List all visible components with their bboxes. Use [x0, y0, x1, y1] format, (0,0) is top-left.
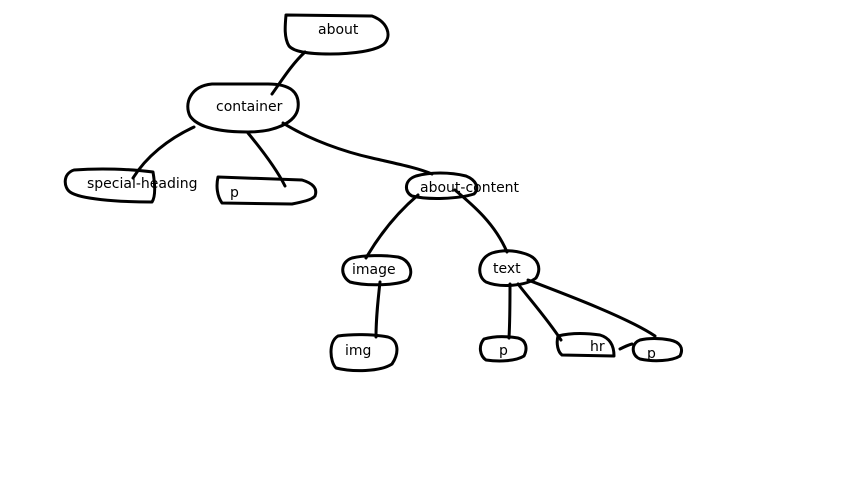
node-p-container-label: p: [230, 185, 239, 201]
node-p-container: p: [215, 175, 318, 206]
edge-about-content-text: [453, 188, 509, 254]
edge-container-special-heading: [131, 125, 196, 180]
node-p-text-2: p: [631, 337, 684, 363]
edge-image-img: [374, 280, 382, 339]
node-image-shape: [341, 254, 413, 287]
edge-container-about-content: [281, 121, 434, 176]
node-about-content-shape: [405, 171, 479, 200]
node-img-label: img: [345, 343, 371, 359]
node-hr-shape: [555, 332, 616, 358]
node-hr: hr: [555, 332, 616, 358]
node-image-label: image: [352, 262, 396, 278]
node-text: text: [478, 249, 541, 287]
node-about: about: [283, 13, 390, 56]
edge-container-p: [246, 131, 287, 188]
node-container-label: container: [216, 99, 283, 115]
edge-hr-p2: [618, 342, 634, 351]
edge-about-container: [270, 50, 307, 96]
node-p-text-2-shape: [631, 337, 684, 363]
node-special-heading-label: special-heading: [87, 176, 198, 192]
edge-text-hr: [516, 282, 563, 342]
edge-about-content-image: [364, 193, 420, 260]
node-container: container: [186, 82, 300, 134]
node-special-heading-shape: [63, 167, 157, 204]
edge-text-p2: [526, 278, 657, 338]
node-text-shape: [478, 249, 541, 287]
edges: [131, 50, 657, 351]
node-p-text-1: p: [478, 335, 528, 363]
node-p-text-1-label: p: [499, 343, 508, 359]
node-img-shape: [329, 333, 399, 373]
node-about-content: about-content: [405, 171, 520, 200]
node-about-label: about: [318, 22, 359, 38]
node-container-shape: [186, 82, 300, 134]
node-about-shape: [283, 13, 390, 56]
node-hr-label: hr: [590, 339, 605, 355]
node-about-content-label: about-content: [420, 180, 520, 196]
node-p-text-1-shape: [478, 335, 528, 363]
node-img: img: [329, 333, 399, 373]
node-image: image: [341, 254, 413, 287]
node-p-text-2-label: p: [647, 346, 656, 362]
node-p-container-shape: [215, 175, 318, 206]
node-special-heading: special-heading: [63, 167, 198, 204]
edge-text-p: [507, 282, 512, 340]
node-text-label: text: [493, 261, 521, 277]
